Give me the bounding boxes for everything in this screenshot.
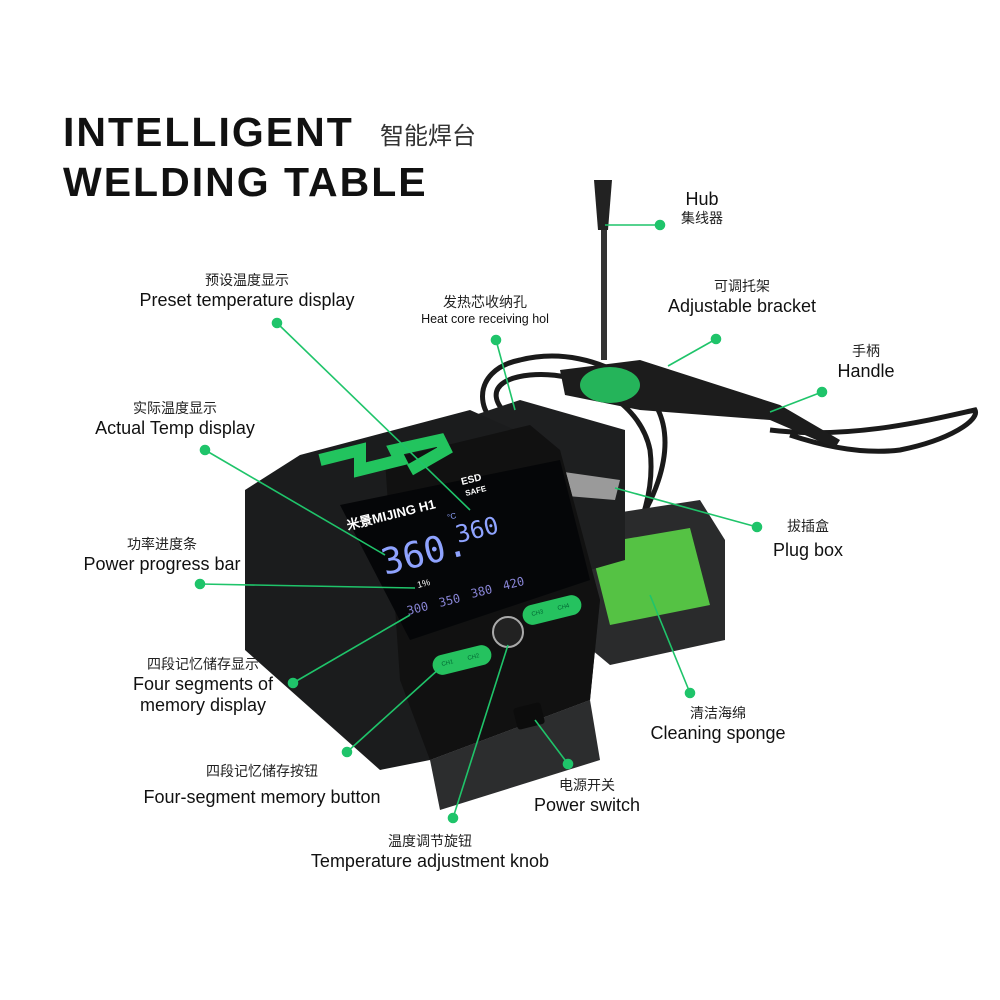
memory-value: 420 (501, 574, 525, 593)
ch4-button[interactable]: CH4 (557, 603, 571, 612)
title-line1: INTELLIGENT (63, 109, 354, 155)
title-line2: WELDING TABLE (63, 159, 428, 205)
ch1-button[interactable]: CH1 (441, 659, 455, 668)
lcd-screen (340, 460, 590, 640)
temperature-knob[interactable] (492, 616, 524, 648)
label-heat-core: 发热芯收纳孔 Heat core receiving hol (421, 295, 549, 326)
label-bracket: 可调托架 Adjustable bracket (667, 279, 817, 316)
memory-value: 350 (437, 591, 461, 610)
memory-value: 300 (405, 599, 429, 618)
station-base (430, 700, 600, 810)
label-four-display: 四段记忆储存显示 Four segments of memory display (132, 657, 274, 716)
label-actual-temp: 实际温度显示 Actual Temp display (95, 401, 255, 438)
label-knob: 温度调节旋钮 Temperature adjustment knob (310, 834, 550, 871)
memory-value: 380 (469, 582, 493, 601)
label-plug-box: 拔插盒 Plug box (772, 519, 844, 560)
hub-clip (594, 180, 612, 230)
unit-readout: °C (446, 511, 457, 522)
handle-grip (580, 367, 640, 403)
esd-text: ESD (460, 472, 483, 488)
ch2-button[interactable]: CH2 (467, 653, 481, 662)
label-four-button: 四段记忆储存按钮 Four-segment memory button (143, 764, 381, 807)
leader-lines (194, 219, 828, 824)
h1-logo (318, 433, 453, 478)
label-power-bar: 功率进度条 Power progress bar (83, 537, 241, 574)
ch3-button[interactable]: CH3 (531, 609, 545, 618)
title-chinese: 智能焊台 (380, 122, 476, 150)
label-handle: 手柄 Handle (837, 344, 895, 381)
hub-rod (601, 190, 607, 360)
label-sponge: 清洁海绵 Cleaning sponge (650, 706, 786, 743)
label-preset-temp: 预设温度显示 Preset temperature display (139, 273, 355, 310)
memory-buttons-right[interactable]: CH3 CH4 (520, 593, 583, 627)
label-power-switch: 电源开关 Power switch (533, 778, 641, 815)
memory-buttons-left[interactable]: CH1 CH2 (430, 643, 493, 677)
label-hub: Hub 集线器 (681, 189, 723, 227)
power-readout: 1% (416, 577, 431, 590)
